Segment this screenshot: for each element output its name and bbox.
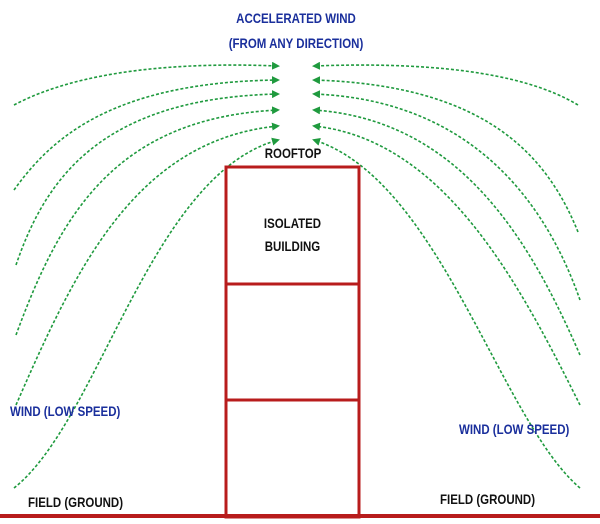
wind-streamline: [15, 90, 280, 266]
wind-streamline: [13, 61, 280, 106]
building-label-line2: BUILDING: [264, 238, 321, 254]
rooftop-label: ROOFTOP: [264, 145, 322, 161]
wind-streamline: [312, 76, 579, 233]
wind-streamline: [312, 122, 581, 406]
field-ground-label-left: FIELD (GROUND): [28, 494, 124, 510]
wind-low-speed-label-right: WIND (LOW SPEED): [459, 421, 570, 437]
accelerated-wind-label-line1: ACCELERATED WIND: [236, 10, 356, 26]
building-label-line1: ISOLATED: [263, 215, 322, 231]
wind-streamline: [312, 106, 581, 356]
accelerated-wind-label-line2: (FROM ANY DIRECTION): [228, 35, 364, 51]
wind-streamline: [13, 76, 280, 191]
wind-streamline: [15, 122, 280, 406]
right-wind-streamlines: [312, 61, 581, 489]
wind-streamline: [312, 61, 579, 106]
wind-low-speed-label-left: WIND (LOW SPEED): [10, 403, 121, 419]
left-wind-streamlines: [13, 61, 280, 489]
wind-streamline: [13, 137, 280, 489]
wind-streamline: [15, 106, 280, 336]
wind-streamline: [312, 90, 581, 301]
field-ground-label-right: FIELD (GROUND): [440, 491, 536, 507]
